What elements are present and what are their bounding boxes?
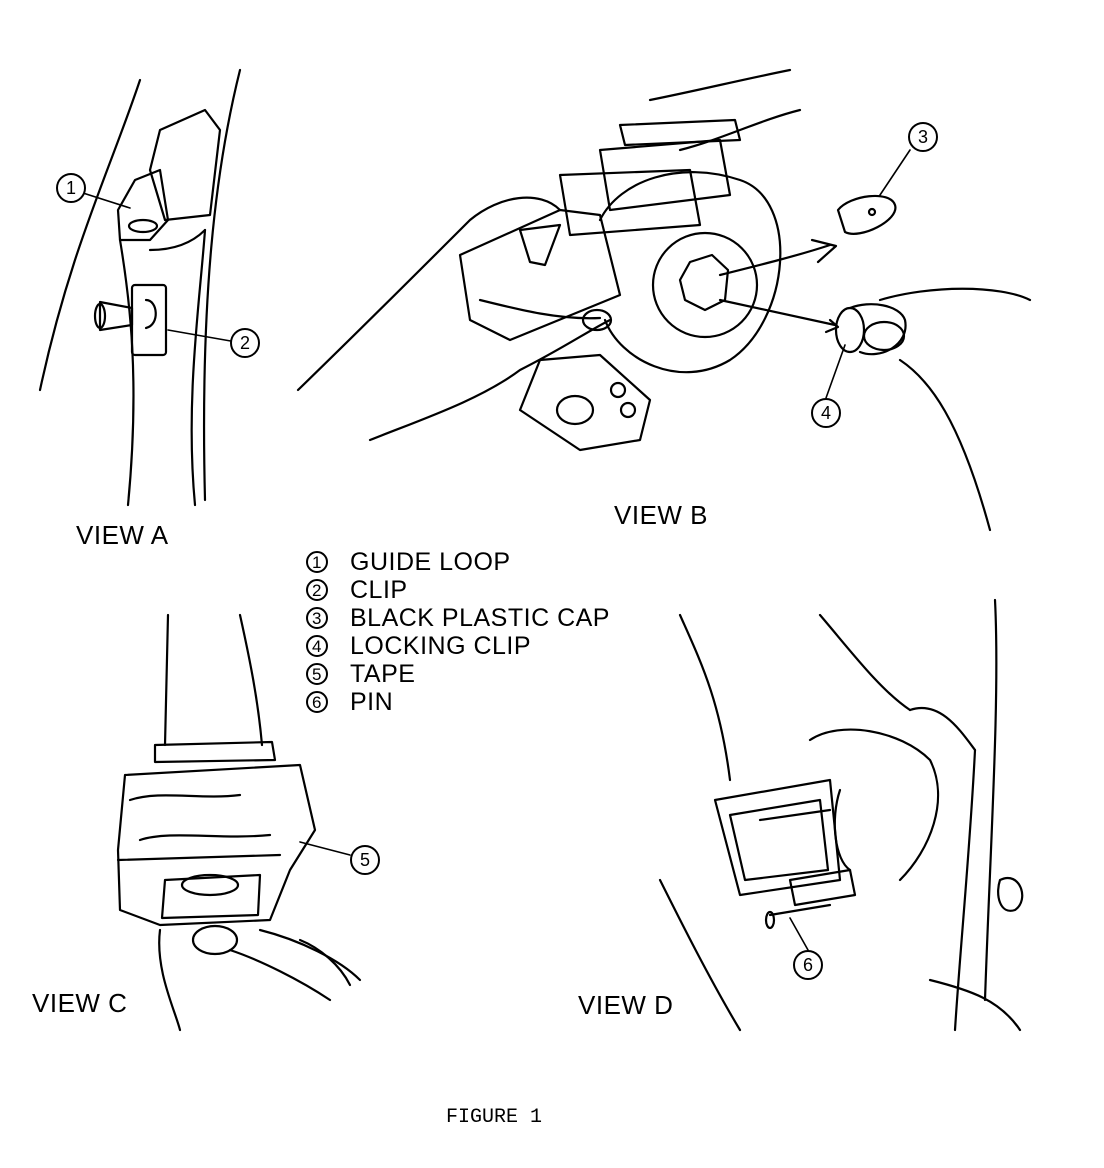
callout-1: 1 (56, 173, 86, 203)
view-b-label: VIEW B (614, 500, 709, 530)
legend-number: 6 (306, 691, 328, 713)
legend-label: GUIDE LOOP (350, 547, 511, 576)
legend: 1 GUIDE LOOP 2 CLIP 3 BLACK PLASTIC CAP … (306, 548, 666, 716)
legend-label: LOCKING CLIP (350, 631, 532, 660)
view-b-drawing (296, 68, 1032, 532)
legend-item: 4 LOCKING CLIP (306, 632, 666, 660)
legend-number: 3 (306, 607, 328, 629)
legend-number: 2 (306, 579, 328, 601)
figure-caption: FIGURE 1 (446, 1106, 543, 1129)
legend-number: 1 (306, 551, 328, 573)
callout-5: 5 (350, 845, 380, 875)
callout-4: 4 (811, 398, 841, 428)
legend-label: BLACK PLASTIC CAP (350, 603, 610, 632)
view-d-drawing (658, 598, 1024, 1032)
view-a-label: VIEW A (76, 520, 169, 550)
legend-label: CLIP (350, 575, 408, 604)
legend-label: PIN (350, 687, 394, 716)
legend-item: 6 PIN (306, 688, 666, 716)
view-c-drawing (116, 613, 362, 1032)
callout-6: 6 (793, 950, 823, 980)
callout-3: 3 (908, 122, 938, 152)
legend-label: TAPE (350, 659, 416, 688)
legend-item: 1 GUIDE LOOP (306, 548, 666, 576)
legend-item: 3 BLACK PLASTIC CAP (306, 604, 666, 632)
legend-item: 2 CLIP (306, 576, 666, 604)
view-c-label: VIEW C (32, 988, 128, 1018)
leader-lines (82, 149, 911, 951)
legend-item: 5 TAPE (306, 660, 666, 688)
legend-number: 4 (306, 635, 328, 657)
view-d-label: VIEW D (578, 990, 674, 1020)
legend-number: 5 (306, 663, 328, 685)
view-a-drawing (38, 68, 242, 507)
callout-2: 2 (230, 328, 260, 358)
